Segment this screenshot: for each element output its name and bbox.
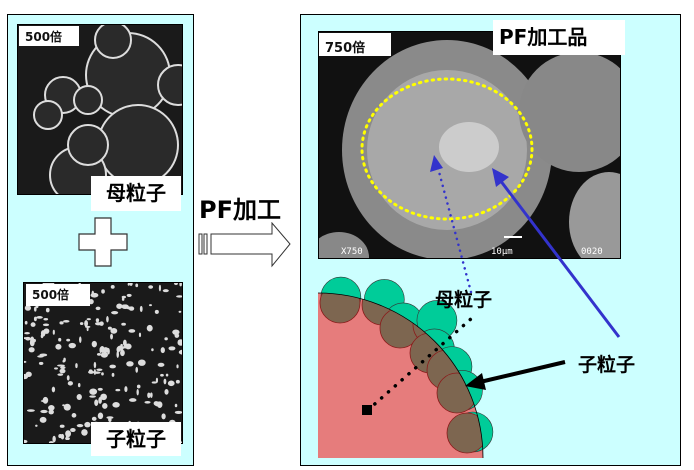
product-magnification: 750倍 xyxy=(319,33,391,56)
scale-bar-text: 10μm xyxy=(491,247,513,257)
product-sem: X750 10μm 0020 xyxy=(319,32,620,258)
center-marker xyxy=(362,405,372,415)
child-particle-inner xyxy=(446,412,483,454)
diagram-mother-label: 母粒子 xyxy=(435,289,493,311)
child-magnification: 500倍 xyxy=(26,284,90,306)
child-particle-label: 子粒子 xyxy=(91,422,181,456)
diagram-child-label: 子粒子 xyxy=(578,354,636,376)
scale-text: X750 xyxy=(341,247,363,257)
child-pointer-arrow xyxy=(479,360,566,384)
product-title: PF加工品 xyxy=(493,20,625,55)
blue-child-pointer xyxy=(498,179,621,338)
image-code: 0020 xyxy=(581,247,603,257)
mother-particle-sem xyxy=(18,25,182,194)
mother-particle-image xyxy=(17,24,183,195)
blue-dotted-pointer xyxy=(436,166,473,294)
mother-particle-label: 母粒子 xyxy=(91,176,181,211)
child-particle-inner xyxy=(319,293,361,324)
plus-icon xyxy=(78,217,128,267)
mother-particle-shape xyxy=(318,293,483,458)
process-label: PF加工 xyxy=(199,196,281,224)
mother-magnification: 500倍 xyxy=(19,26,79,46)
product-image: X750 10μm 0020 xyxy=(318,31,621,259)
right-arrow-icon xyxy=(198,222,291,268)
